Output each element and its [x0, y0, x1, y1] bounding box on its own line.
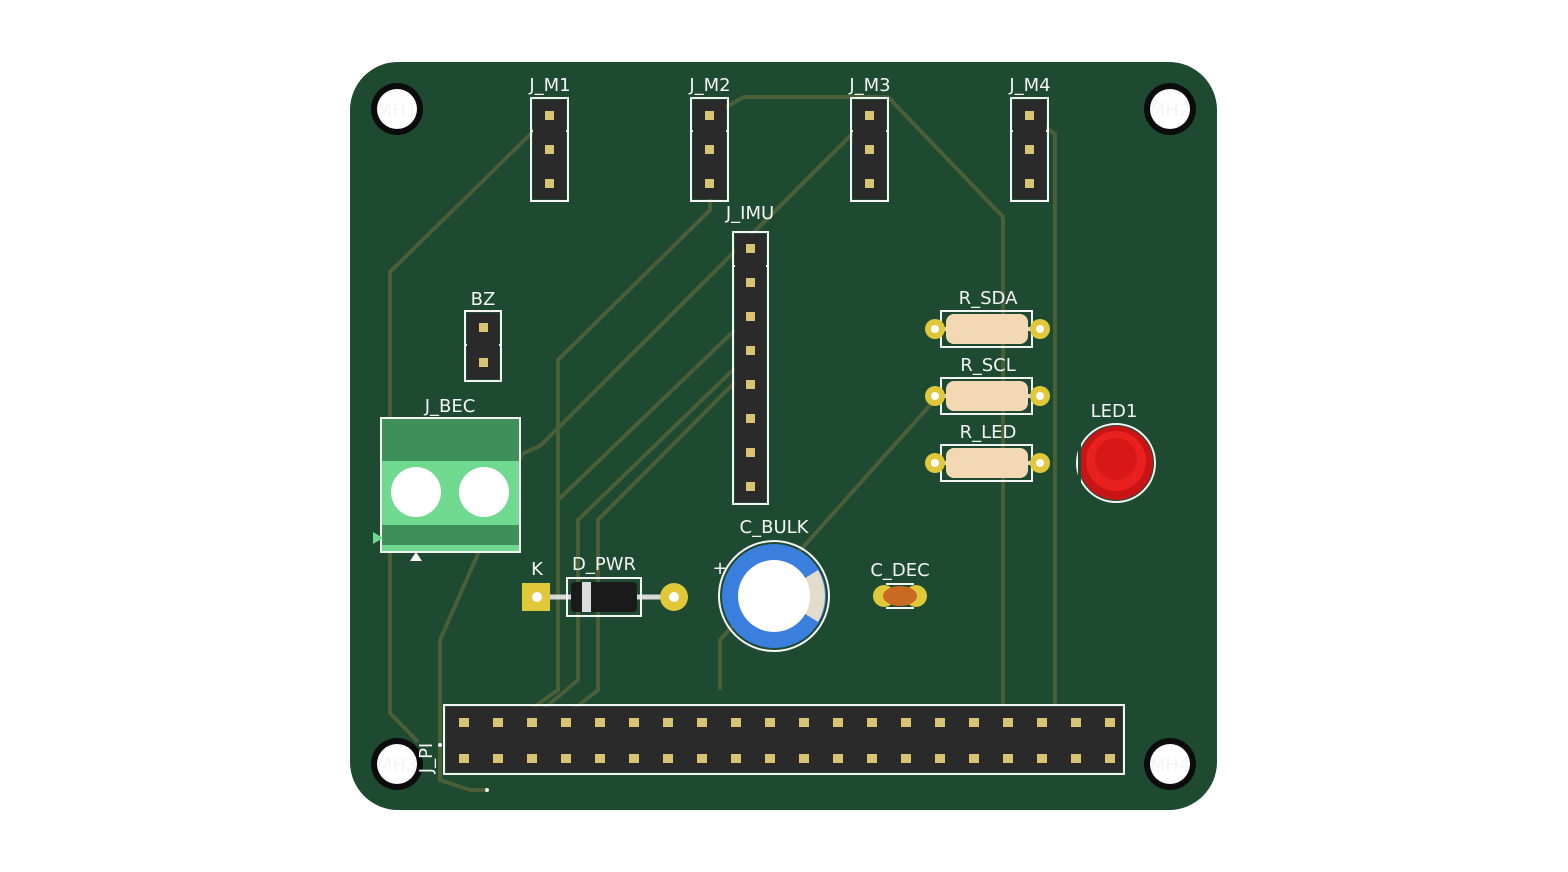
component-label: R_SCL [960, 355, 1016, 376]
pin-pad [1071, 718, 1081, 727]
mounting-hole-label: MH2 [1150, 100, 1191, 121]
pin-pad [969, 718, 979, 727]
pin-pad [867, 718, 877, 727]
pin-pad [493, 754, 503, 763]
component-label: R_SDA [959, 288, 1018, 309]
pin-pad [459, 718, 469, 727]
component-label: J_BEC [424, 396, 476, 417]
trace [718, 392, 942, 690]
pin-pad [731, 718, 741, 727]
pin-pad [663, 754, 673, 763]
mounting-hole-mh3: MH3 [371, 738, 423, 790]
pin-pad [459, 754, 469, 763]
mounting-hole-mh2: MH2 [1144, 83, 1196, 135]
trace [438, 453, 524, 792]
pin-pad [1037, 718, 1047, 727]
component-label: LED1 [1091, 401, 1138, 422]
pin-pad [765, 754, 775, 763]
resistor-r-led: R_LED [925, 422, 1050, 482]
pin-pad [799, 754, 809, 763]
header-j-imu: J_IMU [725, 203, 774, 505]
pin-pad [697, 754, 707, 763]
pin-pad [935, 718, 945, 727]
component-label: BZ [471, 289, 496, 310]
component-label: C_BULK [740, 517, 810, 538]
pin-pad [595, 718, 605, 727]
pin-pad [527, 754, 537, 763]
mounting-hole-mh1: MH1 [371, 83, 423, 135]
component-label: D_PWR [572, 554, 636, 575]
header-bz: BZ [464, 289, 502, 382]
pin-pad [629, 754, 639, 763]
component-label: J_PI [416, 743, 437, 774]
pin-pad [663, 718, 673, 727]
pin-pad [765, 718, 775, 727]
resistor-r-sda: R_SDA [925, 288, 1050, 348]
pin-pad [595, 754, 605, 763]
led-led1: LED1 [1076, 401, 1156, 503]
header-j-m4: J_M4 [1008, 75, 1051, 202]
pin-pad [1003, 754, 1013, 763]
pin-pad [901, 718, 911, 727]
component-label: J_M4 [1008, 75, 1050, 96]
pin-pad [1105, 754, 1115, 763]
diode-d-pwr: D_PWR K [522, 554, 688, 617]
capacitor-c-bulk: C_BULK + [712, 517, 830, 652]
component-label: C_DEC [870, 560, 929, 581]
pin-pad [731, 754, 741, 763]
pin-pad [833, 754, 843, 763]
mounting-hole-label: MH4 [1150, 755, 1191, 776]
mounting-hole-label: MH1 [377, 100, 418, 121]
pin-pad [1003, 718, 1013, 727]
capacitor-c-dec: C_DEC [870, 560, 930, 609]
header-j-m3: J_M3 [848, 75, 891, 202]
pin-pad [1105, 718, 1115, 727]
pin-pad [969, 754, 979, 763]
header-j-pi: J_PI [416, 704, 1125, 792]
pcb-substrate [350, 62, 1217, 810]
pin-pad [867, 754, 877, 763]
pin-pad [629, 718, 639, 727]
component-label: J_M2 [688, 75, 730, 96]
pin-pad [799, 718, 809, 727]
pin-pad [1071, 754, 1081, 763]
pin-pad [561, 754, 571, 763]
pin-pad [527, 718, 537, 727]
trace [521, 114, 872, 456]
resistor-r-scl: R_SCL [925, 355, 1050, 415]
component-label: R_LED [960, 422, 1017, 443]
mounting-hole-mh4: MH4 [1144, 738, 1196, 790]
pin-pad [493, 718, 503, 727]
terminal-j-bec: J_BEC [373, 396, 521, 561]
pin-pad [697, 718, 707, 727]
component-label: J_M3 [848, 75, 890, 96]
pin-pad [561, 718, 571, 727]
pin-pad [833, 718, 843, 727]
component-label: J_M1 [528, 75, 570, 96]
pin-pad [935, 754, 945, 763]
pin-pad [901, 754, 911, 763]
header-j-m1: J_M1 [528, 75, 571, 202]
cathode-mark: K [531, 559, 544, 580]
mounting-hole-label: MH3 [377, 755, 418, 776]
header-j-m2: J_M2 [688, 75, 731, 202]
pin-pad [1037, 754, 1047, 763]
component-label: J_IMU [725, 203, 774, 224]
